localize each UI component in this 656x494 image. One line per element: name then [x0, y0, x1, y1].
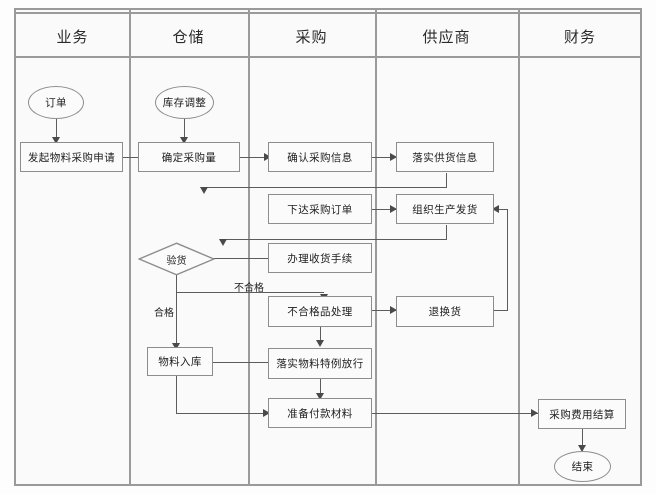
node-return-exchange[interactable]: 退换货	[396, 296, 494, 327]
connector-inspect-fail-horizontal	[176, 292, 324, 294]
lane-divider-1	[129, 10, 131, 484]
node-order-label: 订单	[45, 97, 67, 109]
connector-confirm-info-to-supply-info	[372, 157, 396, 159]
connector-prepare-payment-to-settle-cost	[372, 413, 538, 415]
node-prepare-payment-label: 准备付款材料	[287, 407, 353, 420]
node-supply-info-label: 落实供货信息	[412, 151, 478, 164]
node-organize-ship-label: 组织生产发货	[412, 203, 478, 216]
node-settle-cost-label: 采购费用结算	[549, 408, 615, 421]
connector-settle-cost-to-end	[582, 429, 584, 451]
node-stock-adjust-label: 库存调整	[162, 97, 207, 109]
edge-label-pass: 合格	[154, 308, 174, 319]
node-confirm-info[interactable]: 确认采购信息	[268, 142, 372, 172]
node-supply-info[interactable]: 落实供货信息	[396, 142, 494, 172]
node-receive-formal[interactable]: 办理收货手续	[268, 243, 372, 273]
node-prepare-payment[interactable]: 准备付款材料	[268, 398, 372, 428]
connector-nonconforming-to-special-release	[320, 327, 322, 345]
connector-material-in-down	[176, 376, 178, 414]
lane-divider-4	[518, 10, 520, 484]
node-nonconforming-label: 不合格品处理	[287, 306, 353, 318]
connector-return-exchange-right	[494, 310, 508, 312]
node-organize-ship[interactable]: 组织生产发货	[396, 194, 494, 224]
arrowhead-order-to-raise-request	[51, 137, 60, 144]
lane-divider-3	[375, 10, 377, 484]
lane-title-business: 业务	[56, 28, 89, 46]
arrowhead-stock-adjust-to-confirm-qty	[179, 137, 188, 144]
lane-title-purchase: 采购	[295, 28, 328, 46]
node-special-release[interactable]: 落实物料特例放行	[268, 348, 372, 379]
edge-label-fail: 不合格	[234, 283, 264, 294]
connector-confirm-qty-to-confirm-info	[240, 157, 270, 159]
connector-supply-info-down	[446, 173, 448, 188]
connector-nonconforming-to-return-exchange	[372, 310, 396, 312]
node-inspect-label: 验货	[166, 255, 187, 267]
node-material-in[interactable]: 物料入库	[147, 347, 213, 376]
connector-return-exchange-to-organize-ship	[498, 209, 508, 211]
arrowhead-material-in-to-prepare-payment	[263, 408, 270, 417]
node-order[interactable]: 订单	[28, 86, 84, 119]
node-special-release-label: 落实物料特例放行	[276, 358, 364, 370]
lane-divider-2	[248, 10, 250, 484]
node-nonconforming[interactable]: 不合格品处理	[268, 296, 372, 327]
node-return-exchange-label: 退换货	[428, 306, 462, 318]
node-settle-cost[interactable]: 采购费用结算	[538, 399, 626, 429]
lane-title-supplier: 供应商	[422, 28, 471, 46]
connector-organize-ship-left	[223, 239, 447, 241]
connector-place-order-to-organize-ship	[372, 209, 396, 211]
node-place-order[interactable]: 下达采购订单	[268, 194, 372, 224]
arrowhead-nonconforming-to-special-release	[315, 340, 324, 347]
node-raise-request[interactable]: 发起物料采购申请	[20, 142, 123, 172]
header-rule-top	[16, 12, 640, 14]
node-end-label: 结束	[571, 461, 594, 473]
node-receive-formal-label: 办理收货手续	[287, 252, 353, 265]
node-inspect[interactable]: 验货	[137, 242, 216, 276]
arrowhead-return-exchange-to-organize-ship	[492, 204, 499, 213]
node-confirm-qty-label: 确定采购量	[161, 151, 217, 164]
arrowhead-confirm-info-to-supply-info	[390, 152, 397, 161]
connector-stock-adjust-to-confirm-qty	[184, 118, 186, 142]
lane-title-finance: 财务	[563, 28, 596, 46]
node-place-order-label: 下达采购订单	[287, 203, 353, 216]
lane-title-warehouse: 仓储	[172, 28, 205, 46]
arrowhead-nonconforming-to-return-exchange	[390, 305, 397, 314]
arrowhead-special-release-to-prepare-payment	[315, 393, 324, 400]
header-rule-bottom	[16, 56, 640, 58]
node-material-in-label: 物料入库	[158, 356, 202, 368]
node-raise-request-label: 发起物料采购申请	[27, 151, 116, 164]
connector-special-release-to-material-in	[197, 362, 269, 364]
connector-supply-info-left	[204, 187, 447, 189]
arrowhead-prepare-payment-to-settle-cost	[531, 408, 538, 417]
connector-receive-formal-to-inspect	[187, 258, 269, 260]
arrowhead-organize-ship-to-receive-formal	[218, 239, 227, 246]
connector-return-exchange-up	[507, 209, 509, 311]
node-confirm-info-label: 确认采购信息	[287, 151, 353, 164]
node-end[interactable]: 结束	[554, 451, 611, 482]
connector-material-in-right	[176, 413, 268, 415]
connector-inspect-pass-vertical	[176, 292, 178, 348]
flowchart-frame: 业务 仓储 采购 供应商 财务	[14, 8, 642, 486]
node-confirm-qty[interactable]: 确定采购量	[138, 142, 240, 172]
arrowhead-place-order-to-organize-ship	[390, 204, 397, 213]
arrowhead-supply-info-to-place-order	[199, 187, 208, 194]
connector-order-to-raise-request	[56, 118, 58, 142]
diamond-shape-icon	[137, 242, 216, 276]
connector-special-release-to-prepare-payment	[320, 379, 322, 397]
connector-organize-ship-down	[446, 225, 448, 240]
node-stock-adjust[interactable]: 库存调整	[155, 86, 214, 119]
connector-inspect-stem	[176, 275, 178, 293]
arrowhead-settle-cost-to-end	[577, 445, 586, 452]
arrowhead-confirm-qty-to-confirm-info	[264, 152, 271, 161]
arrowhead-inspect-pass	[171, 343, 180, 350]
